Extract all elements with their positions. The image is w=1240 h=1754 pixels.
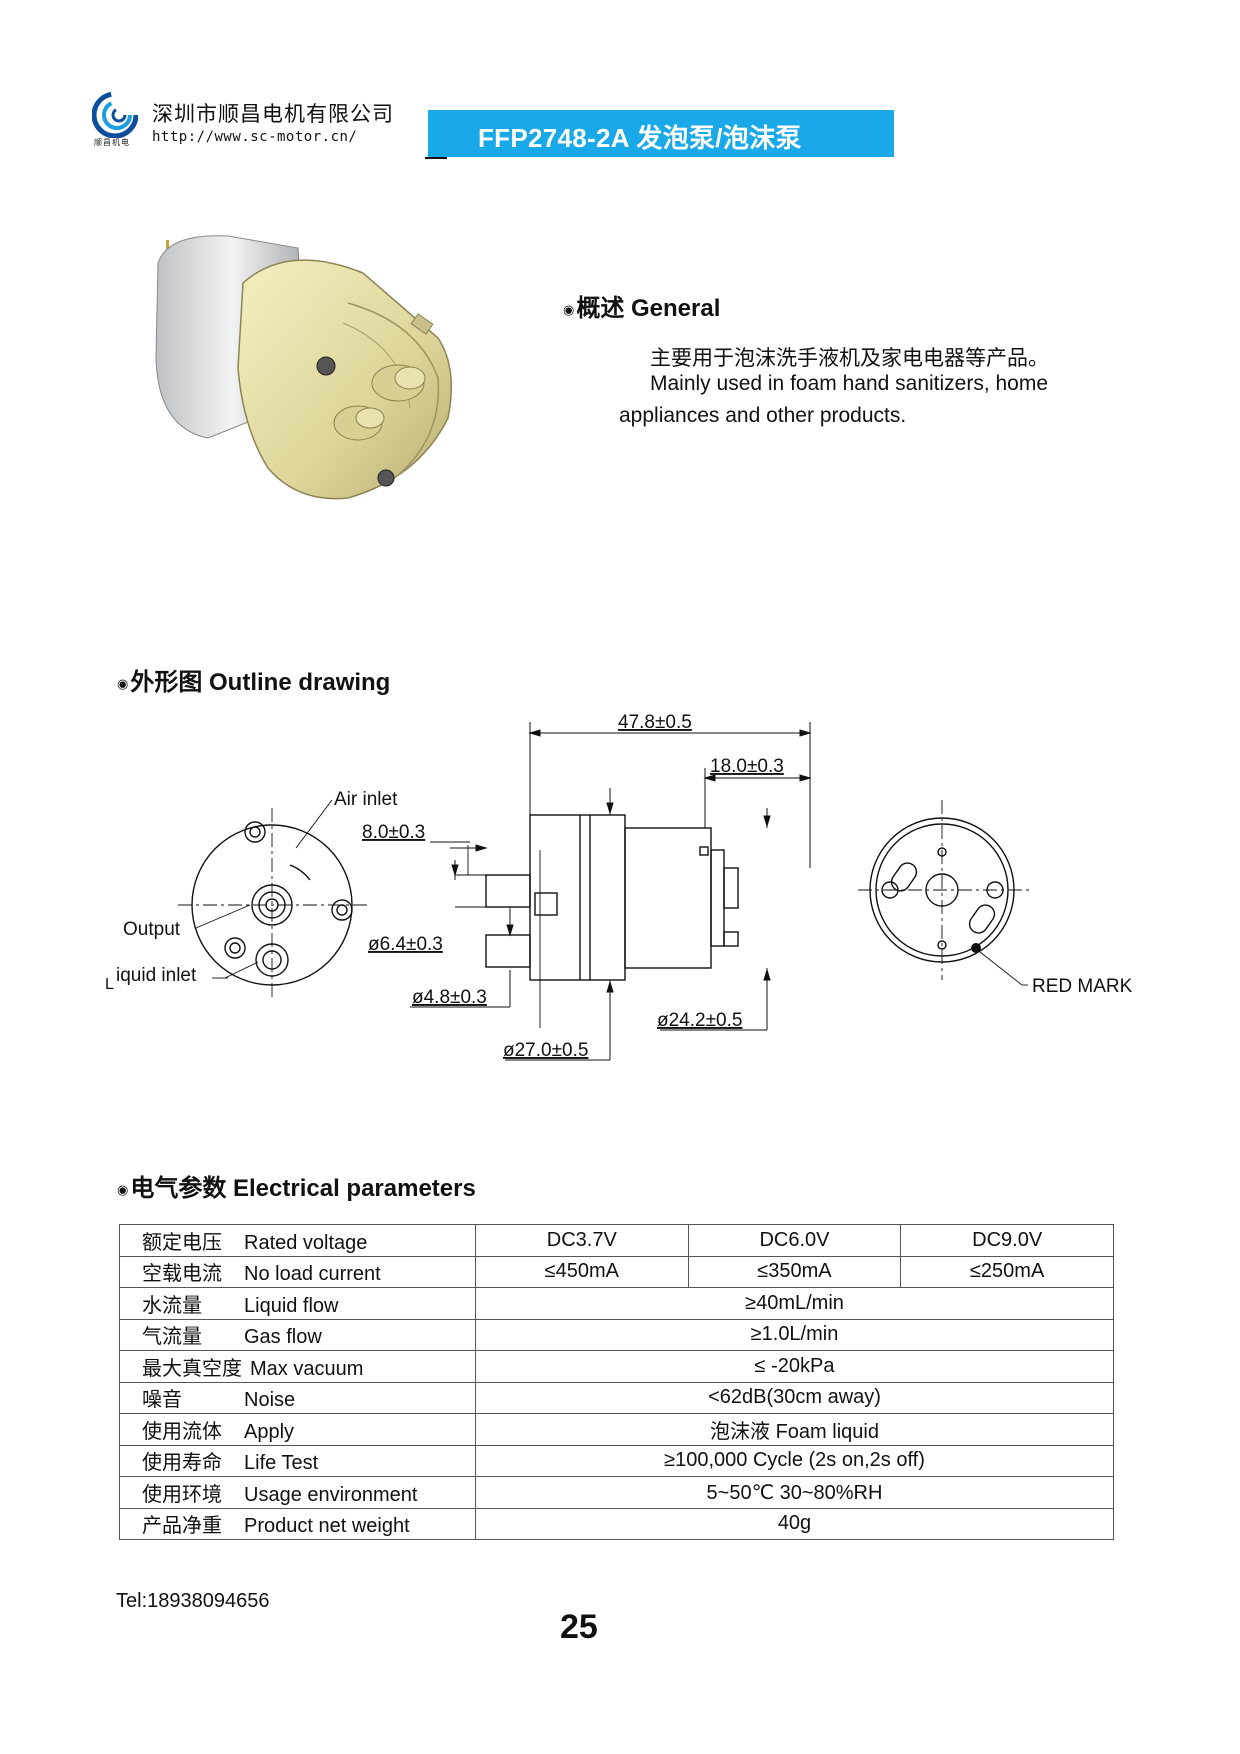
- label-red-mark: RED MARK: [1032, 976, 1133, 997]
- param-value: 泡沫液 Foam liquid: [475, 1413, 1114, 1446]
- title-banner: [428, 110, 894, 157]
- param-value: DC6.0V: [687, 1224, 902, 1257]
- dim-nozzle-length: 8.0±0.3: [362, 822, 425, 843]
- general-text-en-line2: appliances and other products.: [619, 404, 907, 427]
- general-text-cn: 主要用于泡沫洗手液机及家电电器等产品。: [650, 347, 1049, 370]
- param-value: ≤450mA: [475, 1255, 689, 1288]
- outline-heading: ◉外形图 Outline drawing: [117, 669, 391, 696]
- param-value: DC3.7V: [475, 1224, 689, 1257]
- bullet-icon: ◉: [117, 675, 129, 691]
- label-air-inlet: Air inlet: [334, 789, 398, 810]
- dim-pump-diameter: ø27.0±0.5: [503, 1040, 588, 1061]
- dim-motor-diameter: ø24.2±0.5: [657, 1010, 742, 1031]
- param-value: ≤250mA: [900, 1255, 1114, 1288]
- label-liquid-inlet: iquid inlet: [116, 965, 197, 986]
- dim-nozzle-diameter: ø4.8±0.3: [412, 987, 487, 1008]
- param-value: ≤350mA: [687, 1255, 902, 1288]
- general-heading: ◉概述 General: [563, 295, 721, 322]
- logo-caption: 顺昌机电: [94, 138, 130, 147]
- dim-motor-length: 18.0±0.3: [710, 756, 784, 777]
- dim-overall-length: 47.8±0.5: [618, 712, 692, 733]
- page-number: 25: [560, 1608, 598, 1646]
- company-name: 深圳市顺昌电机有限公司: [152, 103, 394, 126]
- param-value: <62dB(30cm away): [475, 1381, 1114, 1414]
- banner-underline: [425, 157, 447, 159]
- label-liquid-inlet-prefix: L: [105, 976, 114, 993]
- param-value: ≥1.0L/min: [475, 1318, 1114, 1351]
- param-value: ≥100,000 Cycle (2s on,2s off): [475, 1444, 1114, 1477]
- electrical-heading: ◉电气参数 Electrical parameters: [117, 1175, 476, 1202]
- param-value: ≤ -20kPa: [475, 1350, 1114, 1383]
- page-title: FFP2748-2A 发泡泵/泡沫泵: [478, 123, 802, 153]
- outline-drawing: 47.8±0.5 18.0±0.3 8.0±0.3 ø6.4±0.3 ø4.8±…: [105, 712, 1133, 1061]
- param-value: ≥40mL/min: [475, 1287, 1114, 1320]
- dim-nozzle-spacing: ø6.4±0.3: [368, 934, 443, 955]
- general-text-en-line1: Mainly used in foam hand sanitizers, hom…: [650, 372, 1049, 395]
- footer-tel: Tel:18938094656: [116, 1590, 270, 1612]
- param-value: 5~50℃ 30~80%RH: [475, 1476, 1114, 1509]
- company-url[interactable]: http://www.sc-motor.cn/: [152, 129, 358, 145]
- spiral-logo-icon: [92, 92, 138, 138]
- label-output: Output: [123, 919, 181, 940]
- bullet-icon: ◉: [117, 1181, 129, 1197]
- param-value: DC9.0V: [900, 1224, 1114, 1257]
- bullet-icon: ◉: [563, 301, 575, 317]
- product-photo: [155, 235, 453, 500]
- param-value: 40g: [475, 1507, 1114, 1540]
